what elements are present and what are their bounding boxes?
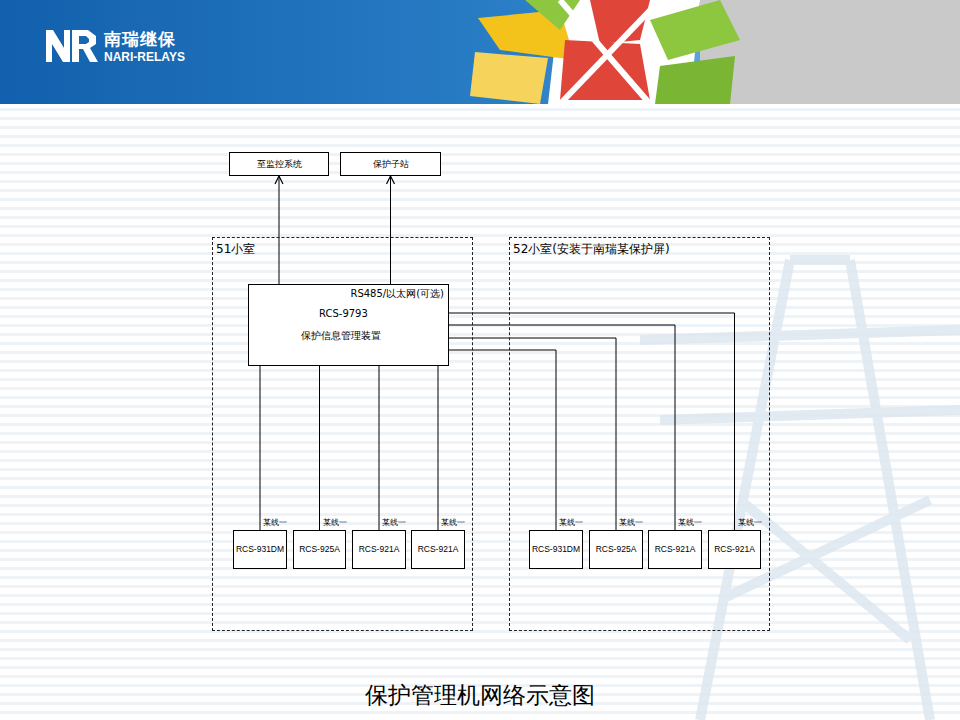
star-decoration: [470, 0, 740, 104]
connector: [449, 338, 616, 530]
device-model: RCS-9793: [319, 308, 368, 319]
device-model: RCS-921A: [412, 531, 464, 568]
device-name: 保护信息管理装置: [301, 329, 381, 343]
device-model: RCS-921A: [353, 531, 405, 568]
device-box: 某线一RCS-931DM: [529, 530, 583, 569]
device-model: RCS-925A: [590, 531, 642, 568]
device-tag: 某线一: [382, 517, 406, 528]
device-box: 某线一RCS-921A: [648, 530, 702, 569]
device-model: RCS-931DM: [234, 531, 286, 568]
header-bar: [0, 0, 960, 104]
device-box: 某线一RCS-925A: [589, 530, 643, 569]
logo-mark: [46, 30, 98, 62]
device-tag: 某线一: [738, 517, 762, 528]
connector: [319, 366, 320, 530]
device-model: RCS-921A: [649, 531, 701, 568]
manager-box: RS485/以太网(可选) RCS-9793 保护信息管理装置: [248, 284, 449, 366]
device-box: 某线一RCS-921A: [411, 530, 465, 569]
box-text: 保护子站: [341, 153, 440, 175]
box-text: 至监控系统: [230, 153, 328, 175]
bus-note: RS485/以太网(可选): [350, 287, 444, 301]
target-box: 保护子站: [340, 152, 441, 176]
device-tag: 某线一: [323, 517, 347, 528]
device-box: 某线一RCS-921A: [708, 530, 761, 569]
device-box: 某线一RCS-925A: [293, 530, 346, 569]
connector: [438, 366, 439, 530]
header-grey: [700, 0, 960, 104]
device-tag: 某线一: [559, 517, 583, 528]
device-box: 某线一RCS-921A: [352, 530, 406, 569]
device-model: RCS-921A: [709, 531, 760, 568]
device-model: RCS-931DM: [530, 531, 582, 568]
connector: [449, 325, 675, 530]
connector: [260, 366, 261, 530]
connector: [449, 350, 556, 530]
tower-watermark: [640, 260, 960, 720]
connector: [449, 313, 735, 530]
caption: 保护管理机网络示意图: [0, 680, 960, 711]
device-model: RCS-925A: [294, 531, 345, 568]
device-tag: 某线一: [619, 517, 643, 528]
connector: [379, 366, 380, 530]
device-tag: 某线一: [263, 517, 287, 528]
device-tag: 某线一: [678, 517, 702, 528]
room-region: 51小室RS485/以太网(可选)RCS-9793保护信息管理装置某线一RCS-…: [212, 237, 473, 631]
connector: [279, 176, 280, 284]
logo-text: 南瑞继保: [104, 28, 176, 51]
region-title: 51小室: [216, 241, 255, 258]
region-title: 52小室(安装于南瑞某保护屏): [513, 241, 670, 258]
connector: [390, 176, 391, 284]
device-box: 某线一RCS-931DM: [233, 530, 287, 569]
room-region: 52小室(安装于南瑞某保护屏)某线一RCS-931DM某线一RCS-925A某线…: [509, 237, 770, 631]
device-tag: 某线一: [441, 517, 465, 528]
target-box: 至监控系统: [229, 152, 329, 176]
logo-text: NARI-RELAYS: [104, 50, 185, 64]
striped-ground: [0, 104, 960, 720]
